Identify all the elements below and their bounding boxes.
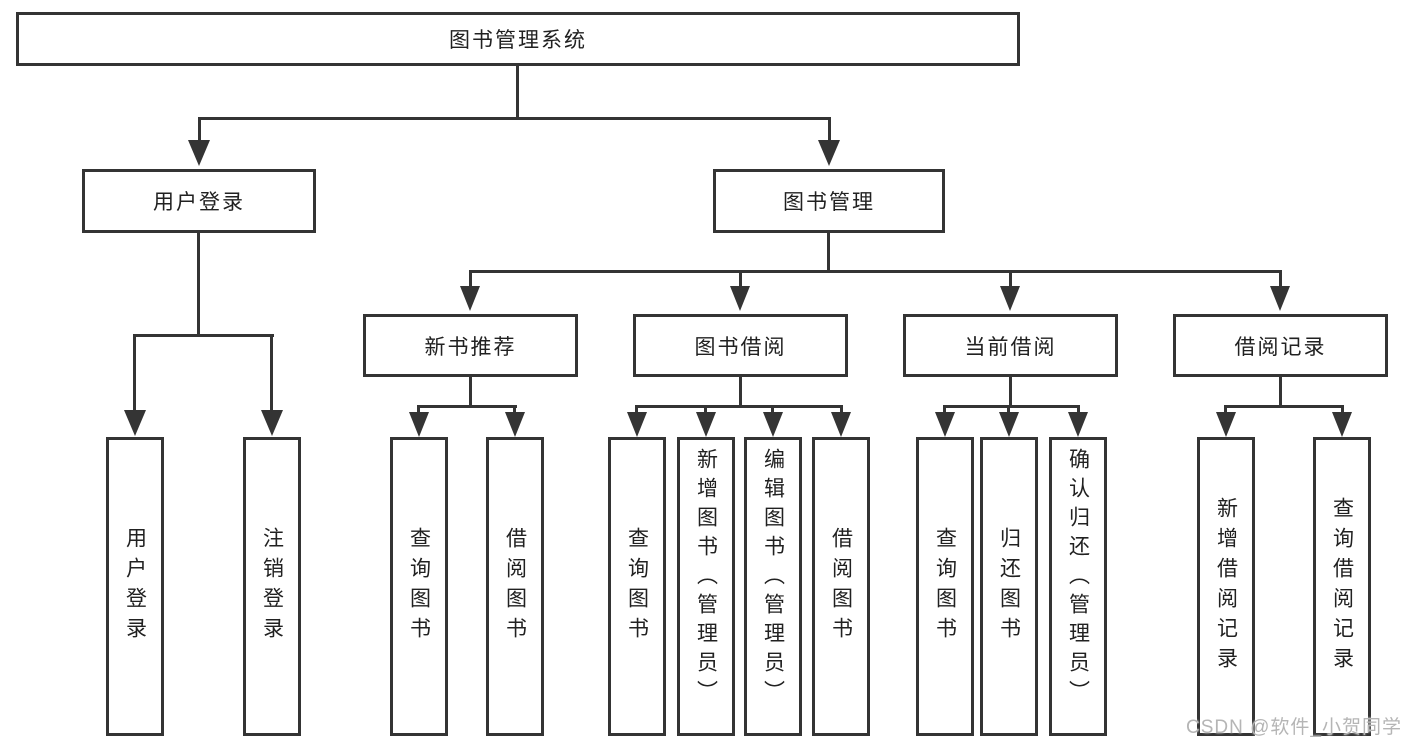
- connector-stem-book-mgmt: [828, 117, 831, 143]
- arrow-down-icon: [409, 412, 429, 437]
- arrow-down-icon: [124, 410, 146, 436]
- connector-stem-leaf: [840, 405, 843, 415]
- connector-trunk-root: [516, 66, 519, 120]
- connector-stem-leaf: [1224, 405, 1227, 415]
- arrow-down-icon: [1216, 412, 1236, 437]
- connector-stem-leaf: [771, 405, 774, 415]
- connector-stem-leaf: [417, 405, 420, 415]
- arrow-down-icon: [696, 412, 716, 437]
- connector-trunk-new-book-rec: [469, 377, 472, 408]
- arrow-down-icon: [763, 412, 783, 437]
- arrow-down-icon: [730, 286, 750, 311]
- leaf-bb-query-book: 查询图书: [608, 437, 666, 736]
- arrow-down-icon: [999, 412, 1019, 437]
- arrow-down-icon: [1270, 286, 1290, 311]
- connector-stem-logout: [270, 334, 273, 413]
- arrow-down-icon: [505, 412, 525, 437]
- arrow-down-icon: [261, 410, 283, 436]
- connector-hline-current-borrow: [943, 405, 1080, 408]
- connector-trunk-book-mgmt: [827, 233, 830, 273]
- node-book-mgmt: 图书管理: [713, 169, 945, 233]
- connector-stem-leaf: [513, 405, 516, 415]
- arrow-down-icon: [1000, 286, 1020, 311]
- leaf-bb-borrow-book: 借阅图书: [812, 437, 870, 736]
- connector-stem-new-book-rec: [469, 270, 472, 288]
- leaf-nbr-query-book: 查询图书: [390, 437, 448, 736]
- arrow-down-icon: [460, 286, 480, 311]
- node-user-login: 用户登录: [82, 169, 316, 233]
- arrow-down-icon: [1332, 412, 1352, 437]
- connector-hline-root: [198, 117, 831, 120]
- connector-hline-book-borrow: [635, 405, 843, 408]
- connector-stem-book-borrow: [739, 270, 742, 288]
- leaf-logout: 注销登录: [243, 437, 301, 736]
- connector-trunk-book-borrow: [739, 377, 742, 408]
- connector-stem-borrow-record: [1279, 270, 1282, 288]
- connector-stem-leaf: [943, 405, 946, 415]
- node-current-borrow: 当前借阅: [903, 314, 1118, 377]
- arrow-down-icon: [1068, 412, 1088, 437]
- leaf-bb-edit-book: 编辑图书（管理员）: [744, 437, 802, 736]
- connector-hline-borrow-record: [1224, 405, 1344, 408]
- watermark: CSDN @软件_小贺同学: [1186, 717, 1402, 738]
- leaf-cb-return-book: 归还图书: [980, 437, 1038, 736]
- connector-hline-new-book-rec: [417, 405, 517, 408]
- arrow-down-icon: [818, 140, 840, 166]
- connector-stem-leaf: [704, 405, 707, 415]
- node-borrow-record: 借阅记录: [1173, 314, 1388, 377]
- connector-stem-user-login: [198, 117, 201, 143]
- connector-stem-leaf: [635, 405, 638, 415]
- connector-trunk-current-borrow: [1009, 377, 1012, 408]
- leaf-nbr-borrow-book: 借阅图书: [486, 437, 544, 736]
- connector-trunk-borrow-record: [1279, 377, 1282, 408]
- leaf-user-login: 用户登录: [106, 437, 164, 736]
- arrow-down-icon: [188, 140, 210, 166]
- arrow-down-icon: [627, 412, 647, 437]
- arrow-down-icon: [935, 412, 955, 437]
- leaf-bb-add-book: 新增图书（管理员）: [677, 437, 735, 736]
- leaf-cb-confirm-return: 确认归还（管理员）: [1049, 437, 1107, 736]
- connector-stem-leaf: [1341, 405, 1344, 415]
- connector-hline-book-mgmt: [469, 270, 1282, 273]
- connector-stem-leaf: [1077, 405, 1080, 415]
- node-root: 图书管理系统: [16, 12, 1020, 66]
- connector-hline-user-login: [133, 334, 274, 337]
- arrow-down-icon: [831, 412, 851, 437]
- leaf-cb-query-book: 查询图书: [916, 437, 974, 736]
- leaf-br-query-record: 查询借阅记录: [1313, 437, 1371, 736]
- connector-stem-leaf: [1007, 405, 1010, 415]
- connector-stem-login: [133, 334, 136, 413]
- node-book-borrow: 图书借阅: [633, 314, 848, 377]
- connector-stem-current-borrow: [1009, 270, 1012, 288]
- node-new-book-rec: 新书推荐: [363, 314, 578, 377]
- connector-trunk-user-login: [197, 233, 200, 337]
- leaf-br-add-record: 新增借阅记录: [1197, 437, 1255, 736]
